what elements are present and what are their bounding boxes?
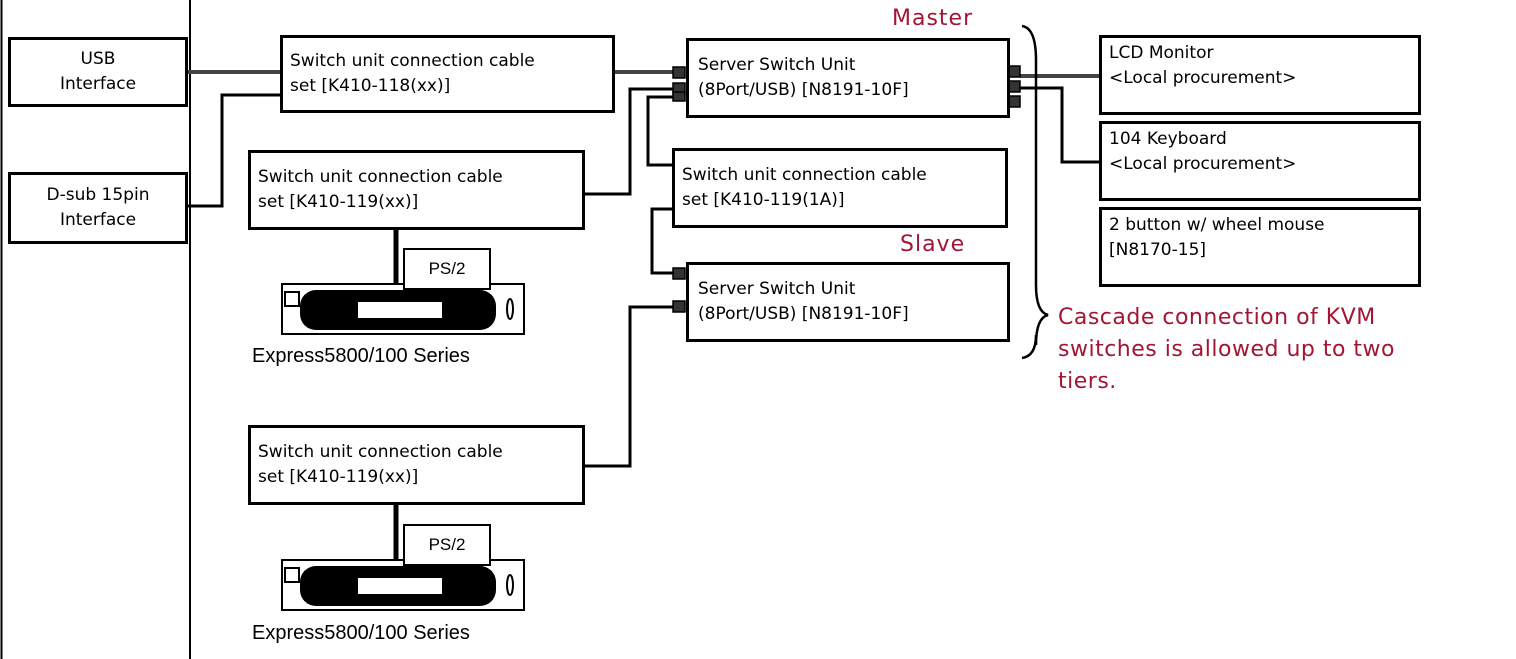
ps2-connector: PS/2	[403, 524, 491, 566]
master-port	[672, 91, 686, 102]
cascade-note-line-3: tiers.	[1058, 369, 1117, 394]
dsub-cable-wire	[187, 93, 282, 208]
server-chassis-icon	[281, 283, 525, 335]
server-caption-bottom: Express5800/100 Series	[252, 622, 470, 644]
keyboard-line-1: 104 Keyboard	[1109, 129, 1227, 149]
cable-119-top-to-master-wire	[584, 87, 674, 196]
lcd-monitor-line-1: LCD Monitor	[1109, 43, 1214, 63]
lcd-monitor-line-2: <Local procurement>	[1109, 68, 1297, 88]
mouse-line-1: 2 button w/ wheel mouse	[1109, 215, 1325, 235]
cascade-cable-to-slave-wire	[650, 207, 676, 275]
slave-port	[672, 267, 686, 280]
cable-set-k410-119-bottom-box: Switch unit connection cable set [K410-1…	[248, 425, 585, 505]
cable-set-k410-118-box: Switch unit connection cable set [K410-1…	[280, 35, 615, 113]
slave-switch-line-1: Server Switch Unit	[698, 279, 856, 299]
keyboard-line-2: <Local procurement>	[1109, 154, 1297, 174]
keyboard-box: 104 Keyboard <Local procurement>	[1099, 121, 1421, 201]
ps2-connector: PS/2	[403, 248, 491, 290]
cable-set-k410-119-1a-box: Switch unit connection cable set [K410-1…	[672, 148, 1008, 228]
dsub-interface-box: D-sub 15pin Interface	[8, 172, 188, 244]
usb-interface-line-2: Interface	[59, 74, 137, 94]
server-caption-top: Express5800/100 Series	[252, 345, 470, 367]
master-to-cascade-cable-wire	[646, 95, 674, 167]
master-switch-line-1: Server Switch Unit	[698, 55, 856, 75]
mouse-box: 2 button w/ wheel mouse [N8170-15]	[1099, 207, 1421, 287]
dsub-interface-line-1: D-sub 15pin	[46, 185, 150, 205]
cable-118-line-2: set [K410-118(xx)]	[290, 76, 451, 96]
cable-119-bottom-to-slave-wire	[584, 305, 676, 468]
cable-119-1a-line-2: set [K410-119(1A)]	[682, 190, 845, 210]
cable-set-k410-119-top-box: Switch unit connection cable set [K410-1…	[248, 150, 585, 230]
master-label: Master	[892, 6, 974, 31]
master-port	[672, 66, 686, 79]
cascade-brace	[1021, 24, 1049, 360]
master-to-keyboard-wire	[1020, 86, 1100, 164]
usb-interface-box: USB Interface	[8, 37, 188, 107]
cascade-note: Cascade connection of KVM switches is al…	[1058, 302, 1395, 398]
slave-switch-box: Server Switch Unit (8Port/USB) [N8191-10…	[686, 262, 1010, 342]
cable-118-line-1: Switch unit connection cable	[290, 51, 535, 71]
cable-119-bottom-line-2: set [K410-119(xx)]	[258, 467, 419, 487]
master-switch-line-2: (8Port/USB) [N8191-10F]	[698, 80, 909, 100]
dsub-interface-line-2: Interface	[59, 210, 137, 230]
slave-label: Slave	[900, 232, 966, 257]
cable-119-bottom-line-1: Switch unit connection cable	[258, 442, 503, 462]
cascade-note-line-1: Cascade connection of KVM	[1058, 305, 1376, 330]
cable-119-top-line-1: Switch unit connection cable	[258, 167, 503, 187]
master-switch-box: Server Switch Unit (8Port/USB) [N8191-10…	[686, 38, 1010, 118]
lcd-monitor-box: LCD Monitor <Local procurement>	[1099, 35, 1421, 115]
mouse-line-2: [N8170-15]	[1109, 240, 1207, 260]
server-chassis-icon	[281, 559, 525, 611]
cable-119-top-line-2: set [K410-119(xx)]	[258, 192, 419, 212]
cable-119-1a-line-1: Switch unit connection cable	[682, 165, 927, 185]
cascade-note-line-2: switches is allowed up to two	[1058, 337, 1396, 362]
usb-interface-line-1: USB	[80, 49, 116, 69]
slave-switch-line-2: (8Port/USB) [N8191-10F]	[698, 304, 909, 324]
slave-port	[672, 300, 686, 313]
